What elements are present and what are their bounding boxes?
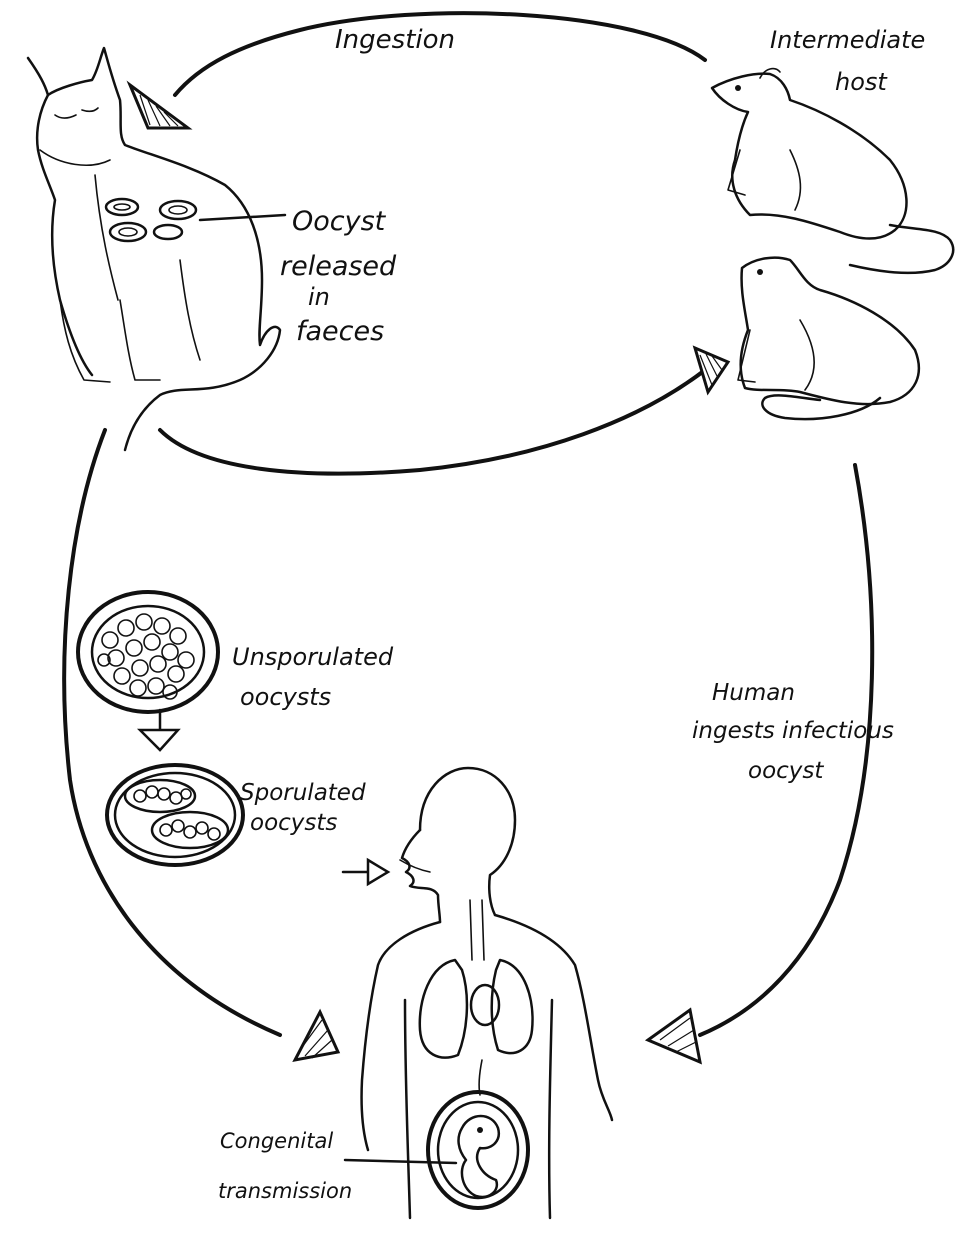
oocyst-label-line4: faeces [296, 316, 384, 347]
rat-icon [712, 69, 953, 419]
intermediate-host-label-line1: Intermediate [770, 26, 925, 54]
congenital-label-line1: Congenital [220, 1129, 333, 1153]
rat-to-human-arrow-line [700, 465, 872, 1035]
cat-to-rat-arrowhead [695, 348, 728, 392]
sporulated-oocyst-icon [107, 765, 243, 865]
ingestion-label: Ingestion [335, 25, 455, 55]
mouth-arrowhead [368, 860, 388, 884]
unsporulated-oocyst-icon [78, 592, 218, 712]
oocyst-label-line3: in [308, 283, 330, 311]
intermediate-host-label-line2: host [835, 68, 888, 96]
cat-to-human-arrowhead [295, 1012, 338, 1060]
sporulated-label-line1: Sporulated [240, 780, 366, 806]
oocyst-pointer-line [200, 215, 285, 220]
sporulated-label-line2: oocysts [250, 810, 337, 836]
human-ingests-label-line3: oocyst [748, 758, 824, 784]
sporulation-arrowhead [140, 730, 178, 750]
human-ingests-label-line2: ingests infectious [692, 718, 894, 744]
rat-to-human-arrowhead [648, 1010, 700, 1062]
human-figure-icon [362, 768, 612, 1218]
unsporulated-label-line2: oocysts [240, 683, 331, 711]
unsporulated-label-line1: Unsporulated [232, 643, 394, 671]
human-ingests-label-line1: Human [712, 680, 795, 706]
oocyst-label-line1: Oocyst [292, 206, 387, 237]
fetus-icon [428, 1092, 528, 1208]
congenital-label-line2: transmission [218, 1179, 352, 1203]
cat-to-rat-arrow-line [160, 370, 705, 474]
oocyst-label-line2: released [280, 251, 397, 282]
